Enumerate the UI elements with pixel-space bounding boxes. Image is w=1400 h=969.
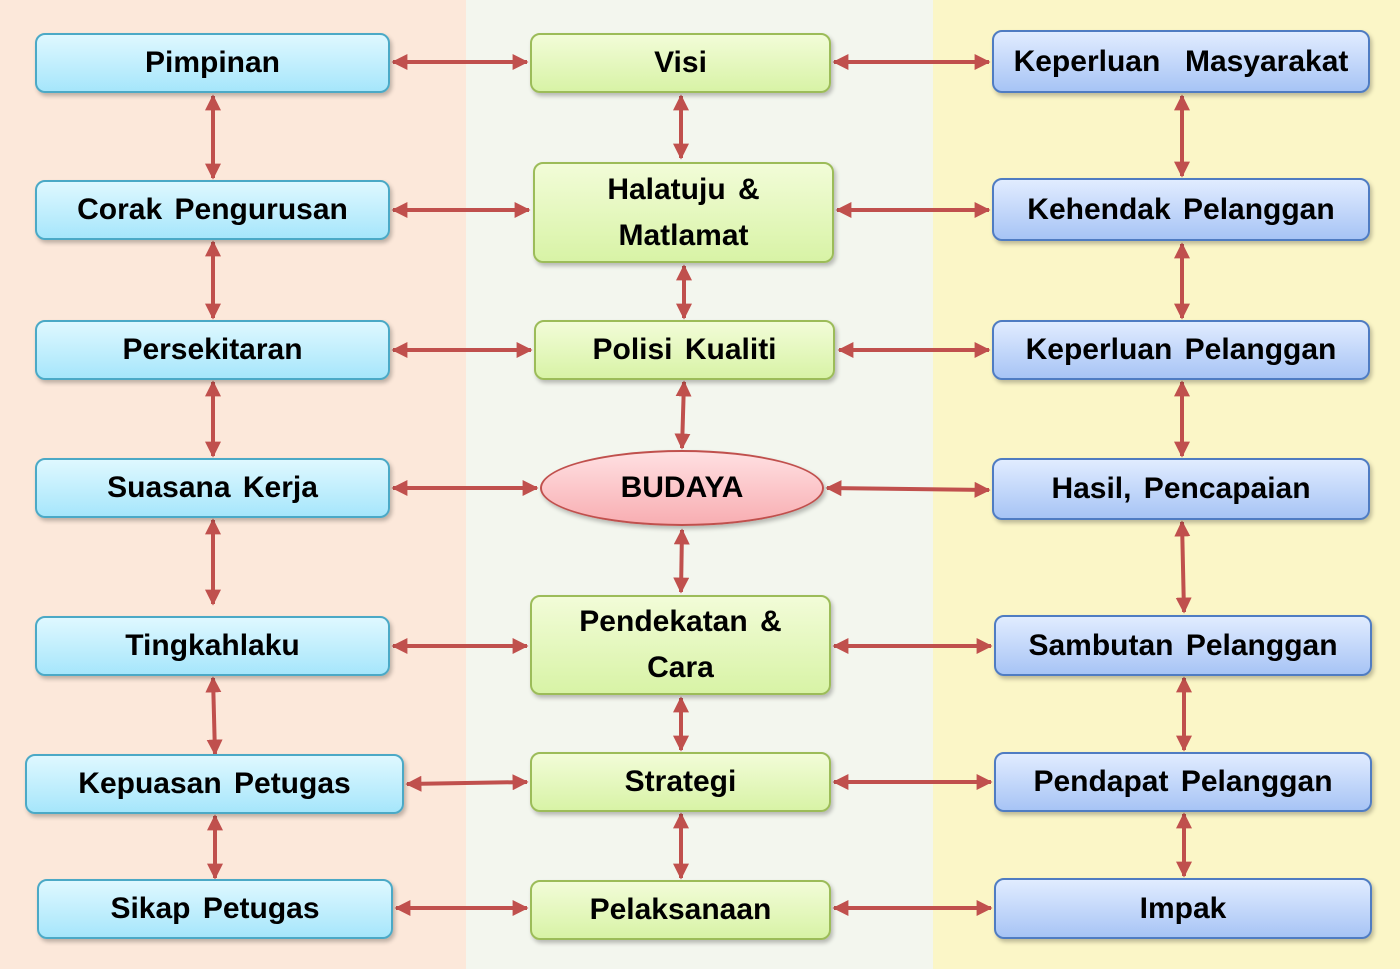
node-visi: Visi — [530, 33, 831, 93]
node-label: Kehendak Pelanggan — [1027, 192, 1335, 226]
node-strategi: Strategi — [530, 752, 831, 812]
node-polisi-kualiti: Polisi Kualiti — [534, 320, 835, 380]
node-label: Visi — [654, 46, 707, 79]
node-corak-pengurusan: Corak Pengurusan — [35, 180, 390, 240]
node-label: BUDAYA — [620, 471, 744, 504]
node-label: Tingkahlaku — [125, 629, 300, 662]
node-label: Pelaksanaan — [589, 893, 772, 926]
node-label: Pendekatan & Cara — [579, 605, 782, 684]
node-persekitaran: Persekitaran — [35, 320, 390, 380]
node-label: Persekitaran — [122, 333, 303, 366]
node-label: Sikap Petugas — [110, 892, 320, 925]
node-keperluan-masyarakat: Keperluan Masyarakat — [992, 30, 1370, 93]
node-budaya: BUDAYA — [540, 450, 824, 526]
node-sambutan-pelanggan: Sambutan Pelanggan — [994, 615, 1372, 676]
node-label: Pimpinan — [144, 46, 280, 79]
node-label: Strategi — [624, 765, 737, 798]
node-pimpinan: Pimpinan — [35, 33, 390, 93]
node-label: Suasana Kerja — [107, 471, 318, 504]
node-kehendak-pelanggan: Kehendak Pelanggan — [992, 178, 1370, 241]
node-label: Impak — [1139, 891, 1227, 925]
node-label: Keperluan Pelanggan — [1025, 333, 1337, 366]
node-keperluan-pelanggan: Keperluan Pelanggan — [992, 320, 1370, 380]
node-label: Hasil, Pencapaian — [1051, 472, 1311, 505]
node-tingkahlaku: Tingkahlaku — [35, 616, 390, 676]
node-label: Kepuasan Petugas — [78, 767, 351, 800]
node-label: Corak Pengurusan — [77, 193, 348, 226]
node-impak: Impak — [994, 878, 1372, 939]
node-pelaksanaan: Pelaksanaan — [530, 880, 831, 940]
node-label: Polisi Kualiti — [592, 333, 777, 366]
node-label: Sambutan Pelanggan — [1028, 628, 1338, 662]
node-label: Pendapat Pelanggan — [1033, 765, 1333, 798]
node-sikap-petugas: Sikap Petugas — [37, 879, 393, 939]
node-pendapat-pelanggan: Pendapat Pelanggan — [994, 752, 1372, 812]
node-label: Keperluan Masyarakat — [1013, 44, 1349, 78]
node-label: Halatuju & Matlamat — [607, 172, 760, 252]
node-halatuju-matlamat: Halatuju & Matlamat — [533, 162, 834, 263]
node-hasil-pencapaian: Hasil, Pencapaian — [992, 458, 1370, 520]
node-kepuasan-petugas: Kepuasan Petugas — [25, 754, 404, 814]
node-suasana-kerja: Suasana Kerja — [35, 458, 390, 518]
node-pendekatan-cara: Pendekatan & Cara — [530, 595, 831, 695]
